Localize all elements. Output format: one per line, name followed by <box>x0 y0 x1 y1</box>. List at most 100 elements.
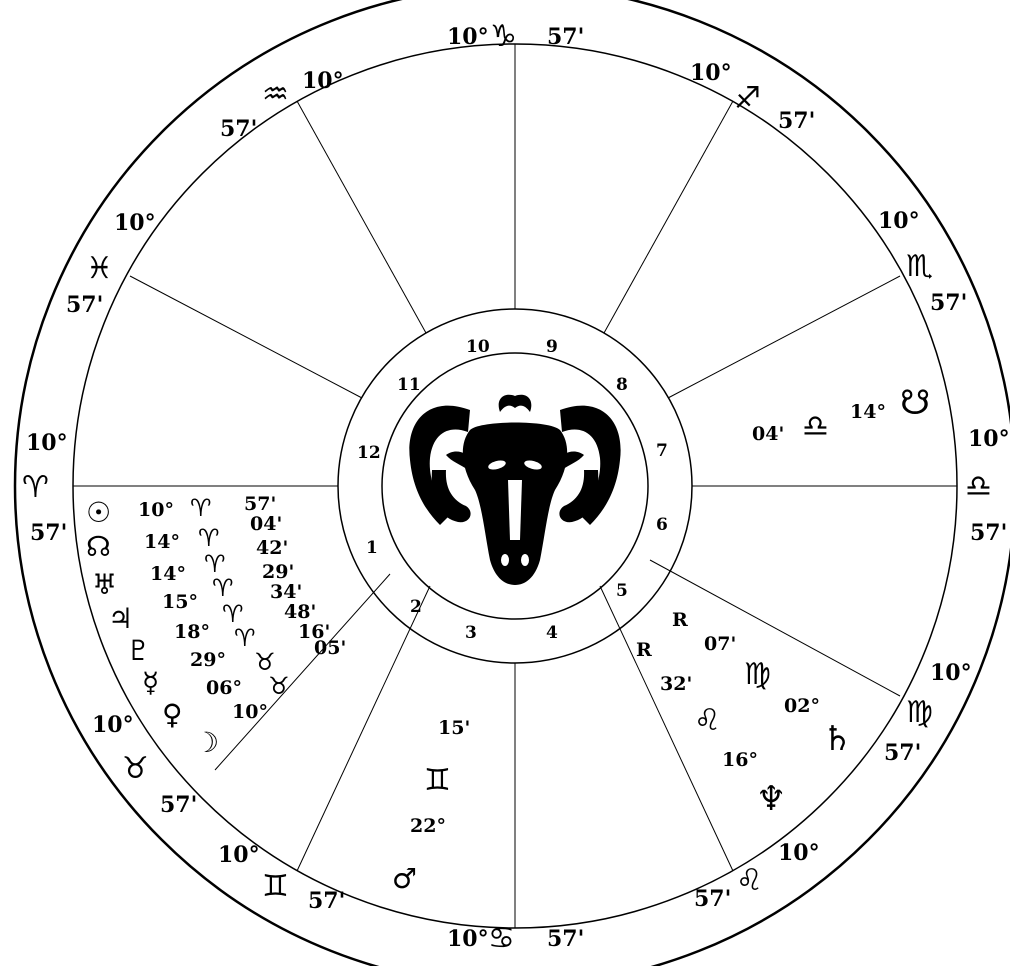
neptune-sign-icon: ♌ <box>694 703 721 738</box>
aquarius-icon: ♒ <box>262 77 289 112</box>
south-node-minute: 04' <box>752 423 784 445</box>
aries-icon: ♈ <box>22 470 49 505</box>
house-number-6: 6 <box>656 515 668 535</box>
neptune-retrograde: R <box>636 639 652 661</box>
cusp-5-degree: 10° <box>778 840 820 866</box>
cusp-6-minute: 57' <box>884 740 921 766</box>
mercury-icon: ☿ <box>142 666 159 699</box>
capricorn-icon: ♑ <box>490 19 517 54</box>
cancer-icon: ♋ <box>488 921 515 956</box>
south-node-sign-icon: ♎ <box>802 409 829 444</box>
house-number-12: 12 <box>357 443 381 463</box>
jupiter-minute: 29' <box>262 561 294 583</box>
cusp-1-minute: 57' <box>30 520 67 546</box>
cusp-9-label: 10° ♐ 57' <box>690 60 815 134</box>
jupiter-sign-icon: ♈ <box>212 574 234 602</box>
cusp-5-minute: 57' <box>694 886 731 912</box>
cusp-3-degree: 10° <box>218 842 260 868</box>
house-number-1: 1 <box>366 538 378 558</box>
cusp-3-minute: 57' <box>308 888 345 914</box>
north-node-sign-icon: ♈ <box>198 524 220 552</box>
saturn-retrograde: R <box>672 609 688 631</box>
cusp-7-degree: 10° <box>968 426 1010 452</box>
moon-degree: 10° <box>232 701 268 723</box>
moon-icon: ☽ <box>194 726 219 759</box>
north-node-icon: ☊ <box>86 530 111 563</box>
neptune-degree: 16° <box>722 749 758 771</box>
cusp-line-8 <box>668 276 900 398</box>
cusp-11-minute: 57' <box>220 116 257 142</box>
cusp-10-degree: 10° <box>447 24 489 50</box>
cusp-9-minute: 57' <box>778 108 815 134</box>
neptune-minute: 32' <box>660 673 692 695</box>
pluto-icon: ♇ <box>126 634 151 667</box>
sun-icon: ☉ <box>86 496 111 529</box>
cusp-3-label: 10° ♊ 57' <box>218 842 345 914</box>
house-number-7: 7 <box>656 441 668 461</box>
sun-minute: 57' <box>244 493 276 515</box>
cusp-10-minute: 57' <box>547 24 584 50</box>
cusp-7-minute: 57' <box>970 520 1007 546</box>
jupiter-degree: 15° <box>162 591 198 613</box>
neptune-icon: ♆ <box>756 779 786 819</box>
virgo-icon: ♍ <box>906 695 933 730</box>
pluto-minute: 34' <box>270 581 302 603</box>
planet-sun: ☉ 10° ♈ 57' <box>86 493 276 529</box>
leo-icon: ♌ <box>736 863 763 898</box>
scorpio-icon: ♏ <box>906 249 933 284</box>
cusp-8-label: 10° ♏ 57' <box>878 208 967 316</box>
north-node-minute: 04' <box>250 513 282 535</box>
cusp-1-degree: 10° <box>26 430 68 456</box>
sagittarius-icon: ♐ <box>734 81 761 116</box>
saturn-icon: ♄ <box>822 719 852 759</box>
sun-degree: 10° <box>138 499 174 521</box>
south-node-icon: ☋ <box>900 383 930 423</box>
cusp-5-label: 57' ♌ 10° <box>694 840 820 912</box>
cusp-7-label: 10° ♎ 57' <box>965 426 1010 546</box>
planet-north-node: ☊ 14° ♈ 04' <box>86 513 282 563</box>
saturn-sign-icon: ♍ <box>744 657 771 692</box>
cusp-10-label: 10° ♑ 57' <box>447 19 584 54</box>
taurus-icon: ♉ <box>122 751 149 786</box>
mars-sign-icon: ♊ <box>424 763 451 798</box>
house-number-4: 4 <box>546 623 558 643</box>
south-node-degree: 14° <box>850 401 886 423</box>
mars-minute: 15' <box>438 717 470 739</box>
mercury-degree: 29° <box>190 649 226 671</box>
saturn-degree: 02° <box>784 695 820 717</box>
uranus-icon: ♅ <box>92 568 117 601</box>
cusp-12-degree: 10° <box>114 210 156 236</box>
uranus-degree: 14° <box>150 563 186 585</box>
moon-minute: 05' <box>314 637 346 659</box>
mercury-sign-icon: ♈ <box>234 624 256 652</box>
mars-icon: ♂ <box>392 862 417 895</box>
house-number-8: 8 <box>616 375 628 395</box>
mercury-minute: 48' <box>284 601 316 623</box>
saturn-minute: 07' <box>704 633 736 655</box>
cusp-2-minute: 57' <box>160 792 197 818</box>
planet-mars: 15' ♊ 22° ♂ <box>392 717 470 895</box>
cusp-1-label: 10° ♈ 57' <box>22 430 68 546</box>
north-node-degree: 14° <box>144 531 180 553</box>
cusp-12-minute: 57' <box>66 292 103 318</box>
cusp-4-label: 10° ♋ 57' <box>447 921 584 956</box>
cusp-11-degree: 10° <box>302 68 344 94</box>
libra-icon: ♎ <box>965 469 992 504</box>
planet-south-node: 04' ♎ 14° ☋ <box>752 383 930 445</box>
cusp-line-11 <box>297 101 426 333</box>
house-number-10: 10 <box>466 337 490 357</box>
uranus-minute: 42' <box>256 537 288 559</box>
jupiter-icon: ♃ <box>108 602 133 635</box>
cusp-9-degree: 10° <box>690 60 732 86</box>
sun-sign-icon: ♈ <box>190 494 212 522</box>
venus-icon: ♀ <box>162 698 183 731</box>
gemini-icon: ♊ <box>262 869 289 904</box>
house-number-5: 5 <box>616 581 628 601</box>
pisces-icon: ♓ <box>86 251 113 286</box>
venus-degree: 06° <box>206 677 242 699</box>
cusp-6-label: 10° ♍ 57' <box>884 660 972 766</box>
cusp-4-minute: 57' <box>547 926 584 952</box>
cusp-line-12 <box>130 276 362 398</box>
cusp-8-minute: 57' <box>930 290 967 316</box>
house-number-11: 11 <box>397 375 421 395</box>
